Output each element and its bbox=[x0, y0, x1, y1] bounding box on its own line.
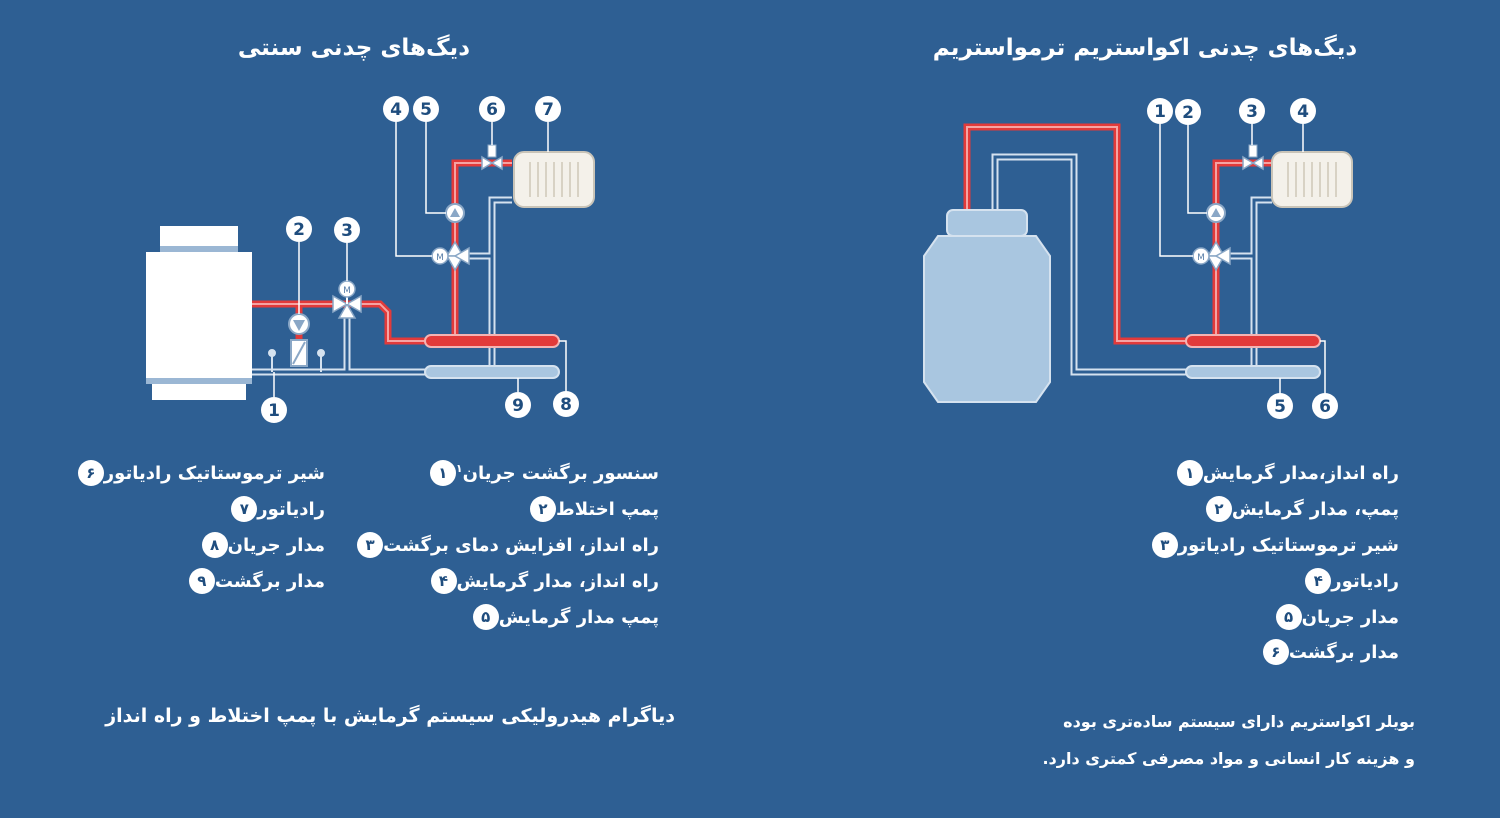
legend-number: ۷ bbox=[231, 496, 258, 522]
legend-label: مدار جریان bbox=[227, 534, 325, 556]
legend-number: ۴ bbox=[430, 568, 457, 594]
left-valve-4: M bbox=[431, 240, 470, 272]
legend-number: ۶ bbox=[77, 460, 104, 486]
right-thermo-valve bbox=[1242, 144, 1264, 171]
legend-label: رادیاتور bbox=[257, 498, 325, 520]
right-badge-2: 2 bbox=[1182, 103, 1194, 123]
left-valve-3: M bbox=[332, 280, 362, 319]
left-supply-pipes bbox=[252, 159, 512, 345]
left-supply-header bbox=[424, 334, 560, 348]
left-caption: دیاگرام هیدرولیکی سیستم گرمایش با پمپ اخ… bbox=[105, 705, 675, 727]
right-badge-4: 4 bbox=[1297, 102, 1309, 122]
right-radiator bbox=[1271, 151, 1353, 208]
left-legend-item-2: ۲ پمپ اختلاط bbox=[530, 494, 673, 524]
left-legend-item-1: ۱ سنسور برگشت جریان۱ bbox=[429, 458, 673, 488]
left-sensors bbox=[268, 349, 325, 372]
legend-label: راه انداز، افزایش دمای برگشت bbox=[383, 534, 659, 556]
right-leader-lines bbox=[1159, 124, 1326, 394]
legend-number: ۹ bbox=[188, 568, 215, 594]
right-legend-item-6: ۶ مدار برگشت bbox=[1262, 637, 1413, 667]
right-number-badges: 1 2 3 4 5 6 bbox=[1147, 98, 1338, 419]
right-pump-2 bbox=[1206, 203, 1226, 223]
left-badge-4: 4 bbox=[390, 100, 402, 120]
left-legend-item-5: ۵ پمپ مدار گرمایش bbox=[472, 602, 673, 632]
legend-label: شیر ترموستاتیک رادیاتور bbox=[1177, 534, 1399, 556]
right-legend-item-3: ۳ شیر ترموستاتیک رادیاتور bbox=[1151, 530, 1413, 560]
left-badge-8: 8 bbox=[560, 395, 572, 415]
left-thermo-valve bbox=[481, 144, 503, 171]
right-panel-title: دیگ‌های چدنی اکواستریم ترمواستریم bbox=[932, 35, 1358, 61]
left-badge-2: 2 bbox=[293, 220, 305, 240]
right-supply-header bbox=[1185, 334, 1321, 348]
left-badge-7: 7 bbox=[542, 100, 554, 120]
right-caption-line-1: بویلر اکواستریم دارای سیستم ساده‌تری بود… bbox=[1063, 712, 1415, 731]
right-valve-1: M bbox=[1192, 240, 1231, 272]
right-badge-5: 5 bbox=[1274, 397, 1286, 417]
legend-label: شیر ترموستاتیک رادیاتور bbox=[103, 462, 325, 484]
left-badge-9: 9 bbox=[512, 396, 524, 416]
legend-label: پمپ مدار گرمایش bbox=[498, 606, 659, 628]
legend-number: ۱ bbox=[429, 460, 456, 486]
left-radiator bbox=[513, 151, 595, 208]
legend-label: مدار برگشت bbox=[214, 570, 325, 592]
left-leader-lines bbox=[273, 122, 567, 397]
legend-number: ۲ bbox=[1205, 496, 1232, 522]
hydraulic-diagrams: M M bbox=[146, 96, 1353, 423]
left-badge-1: 1 bbox=[268, 401, 280, 421]
right-badge-3: 3 bbox=[1246, 102, 1258, 122]
legend-label: مدار برگشت bbox=[1288, 641, 1399, 663]
left-badge-6: 6 bbox=[486, 100, 498, 120]
legend-number: ۲ bbox=[530, 496, 556, 522]
right-legend-item-1: ۱ راه انداز،مدار گرمایش bbox=[1176, 458, 1413, 488]
right-badge-1: 1 bbox=[1154, 102, 1166, 122]
right-caption-line-2: و هزینه کار انسانی و مواد مصرفی کمتری دا… bbox=[1042, 749, 1415, 768]
left-mixing-pump bbox=[288, 313, 310, 367]
legend-label: مدار جریان bbox=[1301, 606, 1399, 628]
left-legend-item-8: ۸ مدار جریان bbox=[201, 530, 339, 560]
left-pump-5 bbox=[445, 203, 465, 223]
legend-number: ۸ bbox=[201, 532, 228, 558]
legend-number: ۵ bbox=[472, 604, 499, 630]
left-badge-3: 3 bbox=[341, 221, 353, 241]
legend-number: ۴ bbox=[1305, 568, 1332, 594]
right-legend-item-5: ۵ مدار جریان bbox=[1275, 602, 1413, 632]
left-legend-item-4: ۴ راه انداز، مدار گرمایش bbox=[430, 566, 674, 596]
right-boiler bbox=[923, 209, 1051, 403]
right-legend-item-2: ۲ پمپ، مدار گرمایش bbox=[1205, 494, 1413, 524]
legend-number: ۳ bbox=[1151, 532, 1178, 558]
legend-label: پمپ اختلاط bbox=[556, 498, 659, 520]
legend-number: ۶ bbox=[1262, 639, 1289, 665]
left-legend-item-7: ۷ رادیاتور bbox=[231, 494, 339, 524]
legend-label: رادیاتور bbox=[1331, 570, 1399, 592]
left-return-header bbox=[424, 365, 560, 379]
legend-label: سنسور برگشت جریان۱ bbox=[455, 462, 659, 484]
left-legend-item-3: ۳ راه انداز، افزایش دمای برگشت bbox=[357, 530, 673, 560]
left-diagram: M M bbox=[146, 96, 595, 423]
left-legend-item-6: ۶ شیر ترموستاتیک رادیاتور bbox=[77, 458, 339, 488]
legend-label: راه انداز،مدار گرمایش bbox=[1202, 462, 1399, 484]
right-diagram: M 1 2 3 4 5 6 bbox=[923, 98, 1353, 419]
right-return-header bbox=[1185, 365, 1321, 379]
left-legend-item-9: ۹ مدار برگشت bbox=[188, 566, 339, 596]
legend-number: ۳ bbox=[357, 532, 384, 558]
legend-number: ۵ bbox=[1275, 604, 1302, 630]
svg-text:M: M bbox=[343, 286, 351, 296]
right-legend-item-4: ۴ رادیاتور bbox=[1305, 566, 1413, 596]
svg-text:M: M bbox=[436, 253, 444, 263]
right-badge-6: 6 bbox=[1319, 397, 1331, 417]
left-boiler bbox=[146, 226, 252, 400]
left-panel-title: دیگ‌های چدنی سنتی bbox=[237, 35, 470, 61]
svg-text:M: M bbox=[1197, 253, 1205, 263]
legend-label: پمپ، مدار گرمایش bbox=[1231, 498, 1399, 520]
legend-number: ۱ bbox=[1176, 460, 1203, 486]
left-badge-5: 5 bbox=[420, 100, 432, 120]
legend-label: راه انداز، مدار گرمایش bbox=[456, 570, 660, 592]
left-number-badges: 1 2 3 4 5 6 7 8 9 bbox=[261, 96, 579, 423]
